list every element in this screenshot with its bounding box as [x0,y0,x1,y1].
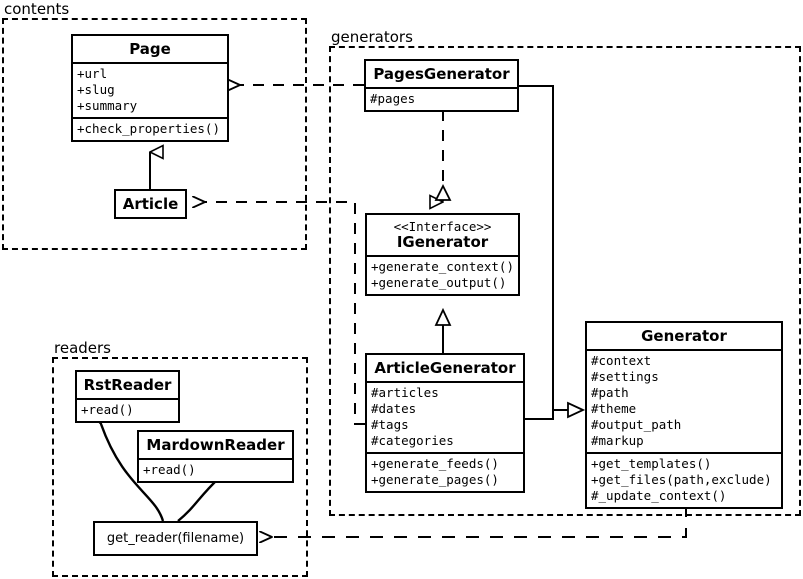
operation-row: +generate_context() [371,259,514,274]
operation-row: +generate_output() [371,275,507,290]
attribute-row: #categories [371,433,454,448]
class-operations-mardown-reader: +read() [139,458,292,481]
operation-row: +read() [81,402,134,417]
operation-row: #_update_context() [591,488,727,503]
class-operations-page: +check_properties() [73,117,227,140]
class-title-article: Article [122,195,179,213]
package-label-readers: readers [54,339,111,357]
attribute-row: #theme [591,401,637,416]
attribute-row: #context [591,353,652,368]
operation-row: +read() [143,462,196,477]
class-operations-rst-reader: +read() [77,398,178,421]
class-box-mardown-reader[interactable]: MardownReader +read() [137,430,294,483]
class-box-page[interactable]: Page +url +slug +summary +check_properti… [71,34,229,142]
class-title-article-generator: ArticleGenerator [374,359,516,377]
package-label-generators: generators [331,28,413,46]
class-title-generator: Generator [641,327,727,345]
attribute-row: #articles [371,385,439,400]
class-box-pages-generator[interactable]: PagesGenerator #pages [364,59,519,112]
class-title-igenerator: IGenerator [396,233,489,251]
operation-row: +get_templates() [591,456,712,471]
class-box-igenerator[interactable]: <<Interface>> IGenerator +generate_conte… [365,213,520,296]
class-attributes-generator: #context #settings #path #theme #output_… [587,349,781,452]
attribute-row: +url [77,66,108,81]
class-box-generator[interactable]: Generator #context #settings #path #them… [585,321,783,509]
class-box-rst-reader[interactable]: RstReader +read() [75,370,180,423]
attribute-row: #settings [591,369,659,384]
attribute-row: +summary [77,98,138,113]
class-operations-igenerator: +generate_context() +generate_output() [367,255,518,294]
attribute-row: #markup [591,433,644,448]
class-title-rst-reader: RstReader [83,376,172,394]
attribute-row: #dates [371,401,417,416]
attribute-row: +slug [77,82,115,97]
attribute-row: #tags [371,417,409,432]
class-operations-generator: +get_templates() +get_files(path,exclude… [587,452,781,507]
operation-row: +generate_pages() [371,472,499,487]
package-frame-readers [52,357,308,577]
operation-row: +check_properties() [77,121,220,136]
function-label-get-reader: get_reader(filename) [106,531,245,546]
class-attributes-page: +url +slug +summary [73,62,227,117]
class-attributes-pages-generator: #pages [366,87,517,110]
class-title-mardown-reader: MardownReader [146,436,285,454]
attribute-row: #pages [370,91,416,106]
operation-row: +get_files(path,exclude) [591,472,772,487]
class-operations-article-generator: +generate_feeds() +generate_pages() [367,452,523,491]
class-box-article[interactable]: Article [114,189,187,219]
class-stereotype-igenerator: <<Interface>> [393,219,492,234]
package-label-contents: contents [4,0,70,18]
attribute-row: #output_path [591,417,682,432]
class-box-article-generator[interactable]: ArticleGenerator #articles #dates #tags … [365,353,525,493]
class-attributes-article-generator: #articles #dates #tags #categories [367,381,523,452]
function-box-get-reader[interactable]: get_reader(filename) [93,521,258,556]
class-title-pages-generator: PagesGenerator [373,65,510,83]
operation-row: +generate_feeds() [371,456,499,471]
attribute-row: #path [591,385,629,400]
class-title-page: Page [129,40,171,58]
package-frame-contents [2,18,307,250]
